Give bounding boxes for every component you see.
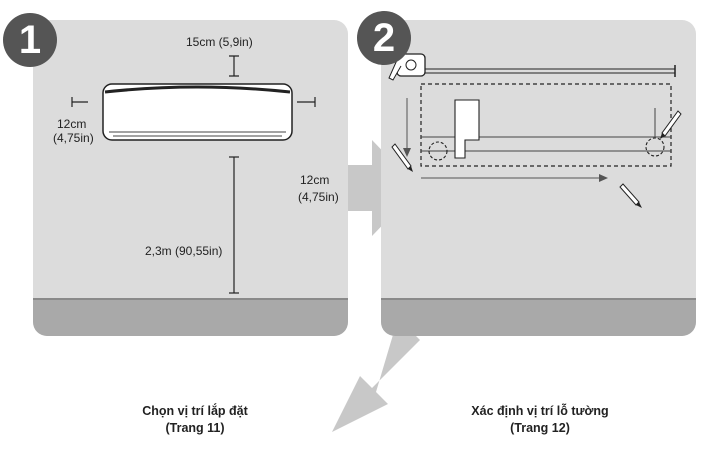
- arrow-down-left: [332, 318, 420, 432]
- step2-dim-side-cm-label: 12cm: [300, 173, 330, 187]
- step1-panel: 15cm (5,9in) 12cm (4,75in) 2,3m (90,55in…: [33, 20, 348, 336]
- air-conditioner-icon: [102, 83, 293, 141]
- right-wall-hole-icon: [645, 137, 665, 157]
- tape-measure-icon: [388, 53, 676, 81]
- step2-number: 2: [372, 16, 396, 60]
- pencil-icon-right: [660, 110, 682, 139]
- dim-floor-label: 2,3m (90,55in): [145, 244, 223, 258]
- step2-dim-side-in-label: (4,75in): [298, 190, 339, 204]
- step2-drawing: [388, 53, 682, 208]
- step1-caption: Chọn vị trí lắp đặt (Trang 11): [100, 403, 290, 437]
- step1-number: 1: [18, 18, 42, 62]
- step1-caption-page: (Trang 11): [165, 421, 225, 435]
- step1-floor: [33, 298, 348, 336]
- pencil-icon-bottom: [619, 183, 642, 208]
- pencil-icon: [391, 143, 413, 172]
- dim-side-cm-label: 12cm: [57, 117, 87, 131]
- step1-drawing: [71, 55, 316, 294]
- step2-caption-title: Xác định vị trí lỗ tường: [471, 404, 609, 418]
- dim-side-in-label: (4,75in): [53, 131, 94, 145]
- step1-caption-title: Chọn vị trí lắp đặt: [142, 404, 248, 418]
- step2-panel: [381, 20, 696, 336]
- step2-caption: Xác định vị trí lỗ tường (Trang 12): [440, 403, 640, 437]
- left-wall-hole-icon: [428, 141, 448, 161]
- step2-caption-page: (Trang 12): [510, 421, 570, 435]
- dim-top-label: 15cm (5,9in): [186, 35, 253, 49]
- step2-floor: [381, 298, 696, 336]
